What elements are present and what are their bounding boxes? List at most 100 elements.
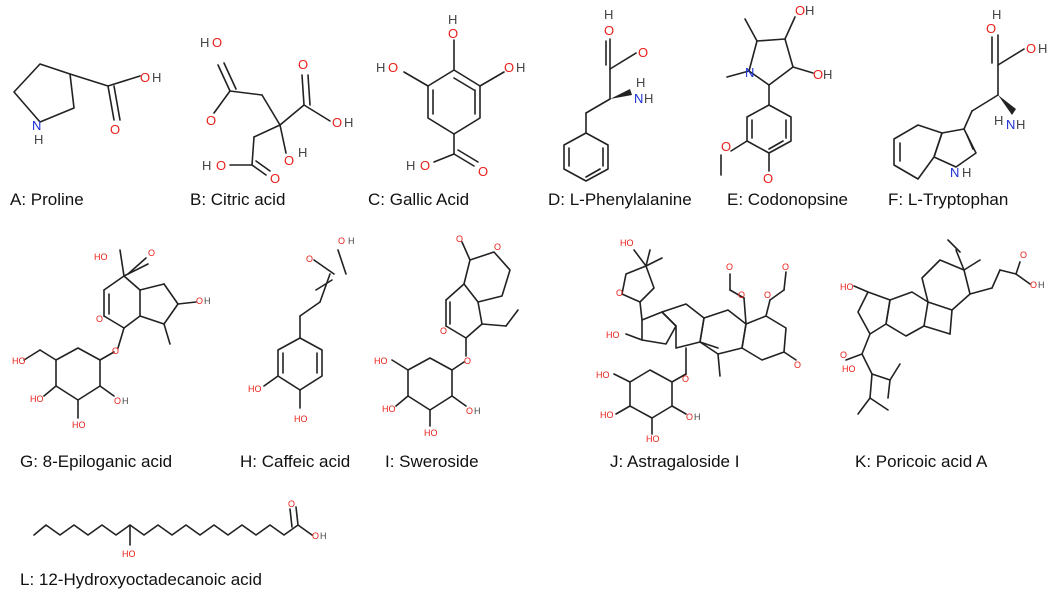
caption-j: J: Astragaloside I <box>610 452 740 471</box>
atom-o: O <box>464 356 471 366</box>
atom-o: O <box>504 60 514 75</box>
atom-o: O <box>288 499 295 509</box>
caption-b: B: Citric acid <box>190 190 286 209</box>
atom-o: O <box>466 406 473 416</box>
atom-h: H <box>122 396 129 406</box>
structure-12-hydroxyoctadecanoic-acid: O O H HO <box>33 499 327 559</box>
atom-o: O <box>96 314 103 324</box>
atom-o: O <box>840 350 847 360</box>
atom-o: O <box>738 290 745 300</box>
atom-o: O <box>270 171 280 186</box>
atom-o: O <box>456 234 463 244</box>
atom-o: O <box>616 288 623 298</box>
structure-sweroside: O O O O HO HO HO O H <box>374 234 519 438</box>
atom-o: O <box>110 122 120 137</box>
atom-h: H <box>298 145 307 160</box>
atom-n: N <box>634 91 643 106</box>
atom-o: O <box>140 70 150 85</box>
atom-o: O <box>312 531 319 541</box>
atom-h: H <box>636 75 645 90</box>
structure-poricoic-acid-a: HO O O H O HO <box>840 239 1045 415</box>
atom-h: H <box>204 296 211 306</box>
atom-o: O <box>196 296 203 306</box>
atom-o: O <box>764 290 771 300</box>
atom-h: H <box>344 115 353 130</box>
atom-h: H <box>202 158 211 173</box>
atom-o: HO <box>294 414 308 424</box>
atom-o: O <box>148 248 155 258</box>
atom-o: HO <box>646 434 660 444</box>
atom-o: O <box>604 23 614 38</box>
atom-h: H <box>1038 280 1045 290</box>
atom-h: H <box>152 70 161 85</box>
atom-o: O <box>494 242 501 252</box>
atom-o: HO <box>840 282 854 292</box>
structure-proline: N H O O H <box>13 63 161 147</box>
structure-l-phenylalanine: H O O H N H <box>563 7 653 182</box>
caption-a: A: Proline <box>10 190 84 209</box>
atom-o: HO <box>72 420 86 430</box>
atom-h: H <box>348 236 355 246</box>
atom-o: HO <box>600 410 614 420</box>
atom-o: O <box>686 412 693 422</box>
atom-o: O <box>682 374 689 384</box>
atom-o: O <box>986 21 996 36</box>
atom-o: O <box>206 113 216 128</box>
atom-o: O <box>388 60 398 75</box>
atom-h: H <box>1016 117 1025 132</box>
atom-h: H <box>1038 41 1047 56</box>
atom-o: HO <box>94 252 108 262</box>
caption-g: G: 8-Epiloganic acid <box>20 452 173 471</box>
caption-c: C: Gallic Acid <box>368 190 470 209</box>
atom-h: H <box>644 91 653 106</box>
atom-o: O <box>478 164 488 179</box>
atom-h: H <box>962 165 971 180</box>
atom-h: H <box>200 35 209 50</box>
atom-o: O <box>813 67 823 82</box>
atom-h: H <box>604 7 613 22</box>
caption-f: F: L-Tryptophan <box>888 190 1009 209</box>
atom-h: H <box>823 67 832 82</box>
atom-o: O <box>306 254 313 264</box>
structure-codonopsine: O H O H N O O <box>720 3 832 186</box>
atom-h: H <box>376 60 385 75</box>
atom-h: H <box>474 406 481 416</box>
atom-o: O <box>782 262 789 272</box>
atom-o: O <box>112 346 119 356</box>
atom-o: O <box>440 326 447 336</box>
atom-n: N <box>950 165 959 180</box>
atom-o: O <box>1020 250 1027 260</box>
atom-o: HO <box>374 356 388 366</box>
atom-o: O <box>420 158 430 173</box>
atom-o: O <box>1026 41 1036 56</box>
atom-h: H <box>992 7 1001 22</box>
atom-o: O <box>721 139 731 154</box>
atom-o: O <box>763 171 773 186</box>
structure-caffeic-acid: O H O HO HO <box>248 236 355 424</box>
atom-h: H <box>694 412 701 422</box>
atom-o: O <box>216 158 226 173</box>
atom-o: HO <box>122 549 136 559</box>
atom-o: O <box>1030 280 1037 290</box>
atom-o: HO <box>12 356 26 366</box>
atom-o: O <box>638 45 648 60</box>
atom-o: O <box>726 262 733 272</box>
atom-n: N <box>1006 117 1015 132</box>
atom-h: H <box>516 60 525 75</box>
structure-astragaloside-i: HO O HO O O O O O O HO HO HO O H <box>596 238 801 444</box>
structure-gallic-acid: H O O H H O O O H <box>376 12 525 179</box>
atom-n: N <box>745 65 754 80</box>
structure-8-epiloganic-acid: HO O O O H O HO HO HO O H <box>12 248 211 430</box>
atom-o: O <box>114 396 121 406</box>
atom-o: O <box>332 115 342 130</box>
atom-h: H <box>448 12 457 27</box>
structure-citric-acid: O H O O O H O H O H O <box>200 35 353 186</box>
caption-d: D: L-Phenylalanine <box>548 190 692 209</box>
atom-o: O <box>212 35 222 50</box>
atom-o: O <box>284 153 294 168</box>
atom-h: H <box>805 3 814 18</box>
atom-h: H <box>406 158 415 173</box>
caption-k: K: Poricoic acid A <box>855 452 988 471</box>
caption-i: I: Sweroside <box>385 452 479 471</box>
atom-o: HO <box>620 238 634 248</box>
